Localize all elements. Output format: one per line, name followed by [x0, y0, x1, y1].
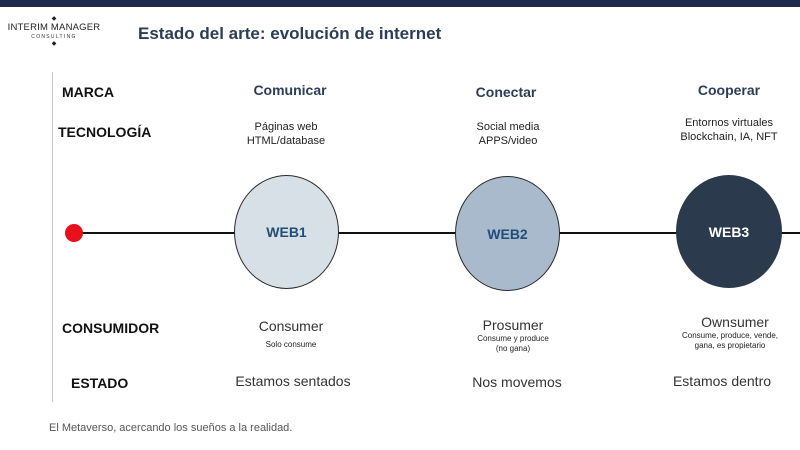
estado-web1: Estamos sentados: [235, 373, 351, 389]
timeline-line: [74, 232, 800, 234]
tech-line: HTML/database: [246, 135, 326, 147]
consumer-note-line: Solo consume: [265, 340, 317, 349]
timeline-start-dot: [65, 224, 83, 242]
estado-web3: Estamos dentro: [672, 373, 772, 389]
tech-line: Entornos virtuales: [684, 117, 774, 129]
web3-label: WEB3: [708, 223, 750, 240]
row-label-marca: MARCA: [62, 84, 115, 100]
consumer-note-web1: Solo consume: [216, 340, 366, 350]
logo-diamond-icon: ◆: [51, 16, 57, 22]
consumer-note-line: Consume, produce, vende,: [681, 331, 779, 340]
tech-web3: Entornos virtuales Blockchain, IA, NFT: [654, 116, 800, 144]
row-label-consumidor: CONSUMIDOR: [62, 320, 160, 336]
consumer-note-line: Consume y produce: [477, 334, 549, 343]
marca-cooperar: Cooperar: [697, 82, 761, 98]
web1-node: WEB1: [234, 175, 339, 289]
consumer-note-web3: Consume, produce, vende, gana, es propie…: [655, 331, 800, 351]
marca-comunicar: Comunicar: [253, 82, 327, 98]
logo-text: INTERIM MANAGER: [7, 22, 101, 33]
web1-label: WEB1: [266, 224, 307, 240]
consumer-note-line: (no gana): [495, 344, 531, 353]
tech-line: Social media: [476, 121, 540, 133]
top-bar: [0, 0, 800, 7]
row-label-estado: ESTADO: [71, 375, 129, 391]
web3-node: WEB3: [676, 175, 782, 288]
footer-caption: El Metaverso, acercando los sueños a la …: [49, 422, 293, 434]
estado-web2: Nos movemos: [472, 374, 562, 390]
consumer-note-web2: Consume y produce (no gana): [438, 334, 588, 354]
consumer-web2: Prosumer: [482, 317, 544, 333]
tech-web2: Social media APPS/video: [433, 120, 583, 148]
tech-line: APPS/video: [478, 135, 538, 147]
consumer-note-line: gana, es propietario: [694, 341, 766, 350]
logo-subtext: CONSULTING: [31, 34, 77, 40]
marca-conectar: Conectar: [475, 84, 537, 100]
row-label-tecnologia: TECNOLOGÍA: [58, 124, 152, 140]
tech-line: Blockchain, IA, NFT: [680, 131, 778, 143]
logo-diamond-icon: ◆: [51, 41, 57, 47]
consumer-web3: Ownsumer: [701, 314, 769, 330]
web2-node: WEB2: [455, 176, 560, 291]
tech-web1: Páginas web HTML/database: [211, 120, 361, 148]
vertical-divider: [52, 72, 53, 402]
web2-label: WEB2: [487, 225, 528, 242]
logo: ◆ INTERIM MANAGER CONSULTING ◆: [6, 16, 102, 56]
consumer-web1: Consumer: [258, 318, 324, 334]
tech-line: Páginas web: [254, 121, 318, 133]
slide-title: Estado del arte: evolución de internet: [138, 24, 442, 43]
